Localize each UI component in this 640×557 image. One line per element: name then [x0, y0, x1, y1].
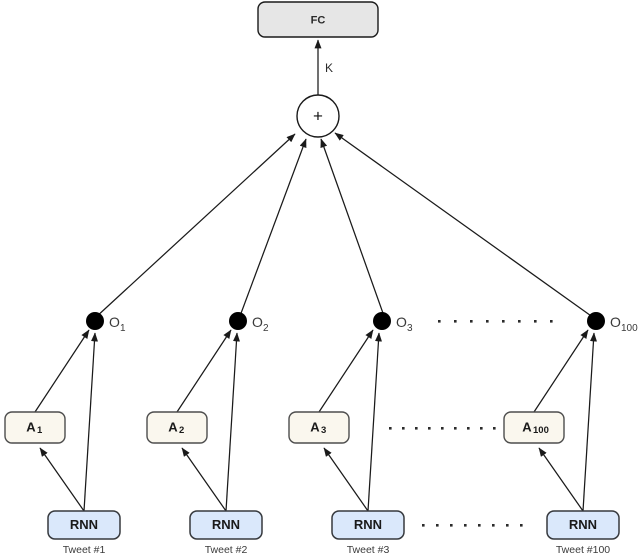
edge-label-k: K — [325, 61, 333, 75]
edge-o100-to-sum — [334, 132, 595, 319]
sum-circle[interactable] — [296, 94, 340, 138]
attention-node-3[interactable]: A 3 — [288, 411, 350, 444]
edges-attention-to-output — [34, 329, 589, 413]
edge-rnn3-to-a3 — [323, 447, 369, 512]
edge-o3-to-sum — [320, 138, 385, 317]
rnn-label-3: RNN — [354, 517, 382, 532]
edge-a100-to-o100 — [533, 329, 589, 413]
fc-box[interactable] — [257, 1, 379, 38]
output-node-100[interactable]: O 100 — [587, 312, 638, 334]
output-node-2[interactable]: O 2 — [229, 312, 269, 334]
output-label-sub-100: 100 — [621, 323, 638, 334]
edge-o2-to-sum — [239, 138, 307, 317]
rnn-label-1: RNN — [70, 517, 98, 532]
output-label-2: O — [252, 314, 263, 330]
attention-label-sub-2: 2 — [179, 425, 184, 436]
edge-a2-to-o2 — [176, 329, 232, 413]
attention-box-3[interactable] — [288, 411, 350, 444]
ellipsis-attention-row — [389, 427, 496, 430]
rnn-box-100[interactable] — [546, 510, 620, 540]
output-dot-100[interactable] — [587, 312, 605, 330]
output-label-100: O — [610, 314, 621, 330]
rnn-node-1[interactable]: RNN Tweet #1 — [47, 510, 121, 556]
output-dot-2[interactable] — [229, 312, 247, 330]
rnn-caption-1: Tweet #1 — [63, 544, 106, 556]
sum-label: + — [313, 106, 323, 125]
attention-node-1[interactable]: A 1 — [4, 411, 66, 444]
attention-label-sub-100: 100 — [533, 425, 549, 436]
rnn-box-3[interactable] — [331, 510, 405, 540]
rnn-box-1[interactable] — [47, 510, 121, 540]
edges-rnn-to-output — [83, 332, 597, 512]
output-nodes: O 1 O 2 O 3 O 100 — [86, 312, 638, 334]
output-label-sub-1: 1 — [120, 323, 126, 334]
edge-rnn100-to-o100 — [582, 332, 597, 512]
edge-o1-to-sum — [94, 133, 296, 319]
attention-label-1: A — [26, 419, 36, 434]
edge-rnn2-to-o2 — [225, 332, 240, 512]
edge-rnn3-to-o3 — [367, 332, 382, 512]
rnn-caption-3: Tweet #3 — [347, 544, 390, 556]
output-node-3[interactable]: O 3 — [373, 312, 413, 334]
attention-label-100: A — [522, 419, 532, 434]
edge-rnn1-to-a1 — [39, 447, 85, 512]
output-label-sub-2: 2 — [263, 323, 269, 334]
rnn-caption-100: Tweet #100 — [556, 544, 610, 556]
edge-rnn1-to-o1 — [83, 332, 98, 512]
attention-label-sub-1: 1 — [37, 425, 43, 436]
fc-node[interactable]: FC — [257, 1, 379, 38]
fc-label: FC — [311, 14, 326, 26]
rnn-label-2: RNN — [212, 517, 240, 532]
attention-label-2: A — [168, 419, 178, 434]
edge-rnn100-to-a100 — [538, 447, 584, 512]
rnn-caption-2: Tweet #2 — [205, 544, 248, 556]
attention-box-100[interactable] — [503, 411, 565, 444]
attention-node-100[interactable]: A 100 — [503, 411, 565, 444]
edge-rnn2-to-a2 — [181, 447, 227, 512]
attention-nodes: A 1 A 2 A 3 A 100 — [4, 411, 565, 444]
attention-label-sub-3: 3 — [321, 425, 326, 436]
output-label-3: O — [396, 314, 407, 330]
rnn-node-2[interactable]: RNN Tweet #2 — [189, 510, 263, 556]
rnn-node-3[interactable]: RNN Tweet #3 — [331, 510, 405, 556]
edge-a3-to-o3 — [318, 329, 374, 413]
rnn-node-100[interactable]: RNN Tweet #100 — [546, 510, 620, 556]
edge-a1-to-o1 — [34, 329, 90, 413]
attention-box-1[interactable] — [4, 411, 66, 444]
ellipsis-rnn-row — [422, 524, 523, 527]
sum-node[interactable]: + — [296, 94, 340, 138]
ellipsis-output-row — [438, 320, 553, 323]
rnn-nodes: RNN Tweet #1 RNN Tweet #2 RNN Tweet #3 R… — [47, 510, 620, 556]
output-dot-3[interactable] — [373, 312, 391, 330]
attention-box-2[interactable] — [146, 411, 208, 444]
output-node-1[interactable]: O 1 — [86, 312, 126, 334]
edges-rnn-to-attention — [39, 447, 584, 512]
rnn-box-2[interactable] — [189, 510, 263, 540]
attention-label-3: A — [310, 419, 320, 434]
rnn-label-100: RNN — [569, 517, 597, 532]
output-label-1: O — [109, 314, 120, 330]
output-label-sub-3: 3 — [407, 323, 413, 334]
attention-node-2[interactable]: A 2 — [146, 411, 208, 444]
output-dot-1[interactable] — [86, 312, 104, 330]
edges-output-to-sum — [94, 132, 595, 319]
